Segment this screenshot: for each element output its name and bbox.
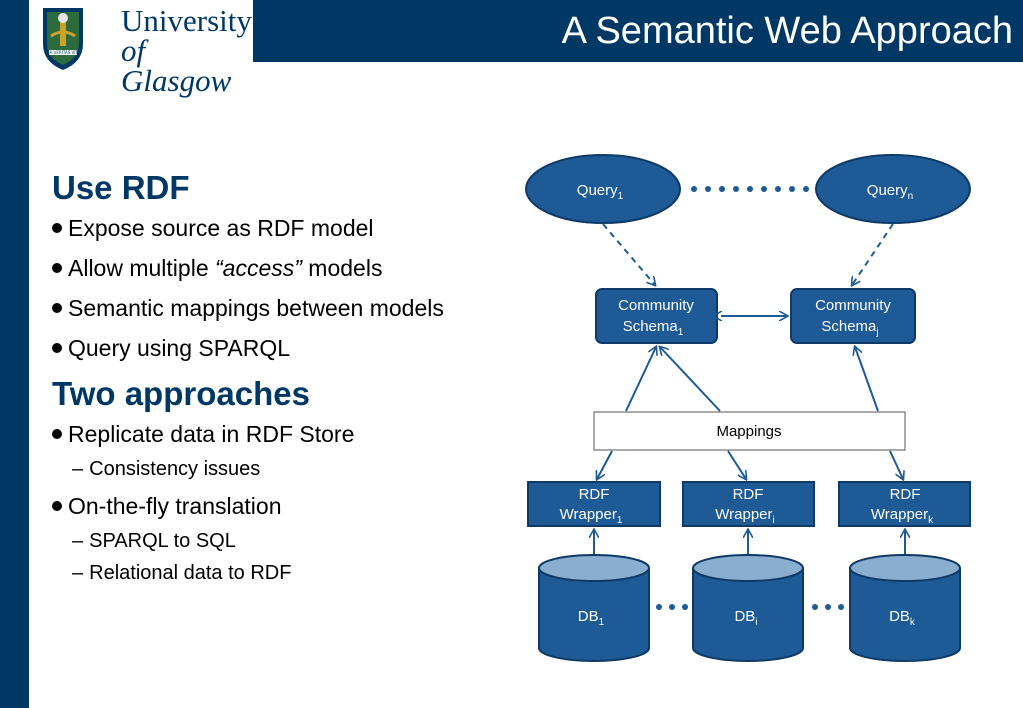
svg-text:Wrapperi: Wrapperi bbox=[715, 506, 774, 526]
wrapper-subscript: i bbox=[773, 515, 775, 526]
wrapper-subscript: 1 bbox=[617, 515, 623, 526]
bullet-text-pre: Allow multiple bbox=[68, 255, 215, 281]
query-to-schema-arrow bbox=[852, 223, 894, 285]
database-1: DB1 bbox=[538, 554, 650, 662]
bullet-dot-icon bbox=[52, 342, 62, 353]
bullet-text-emphasis: “access” bbox=[215, 255, 302, 281]
database-i: DBi bbox=[692, 554, 804, 662]
database-k: DBk bbox=[849, 554, 961, 662]
community-schema-1: Community Schema1 bbox=[595, 288, 718, 344]
schema-subscript: j bbox=[875, 327, 878, 338]
crest-icon: VIA VERITAS VITA bbox=[43, 8, 83, 70]
wrapper-subscript: k bbox=[928, 515, 934, 526]
logo-text: University of Glasgow bbox=[121, 3, 253, 98]
mapping-to-schema-arrow bbox=[855, 347, 879, 412]
bullet-dot-icon bbox=[52, 262, 62, 273]
mapping-to-schema-arrow bbox=[660, 347, 721, 412]
subbullet-text: Relational data to RDF bbox=[89, 562, 292, 584]
query-label: Query bbox=[577, 182, 618, 199]
query-label: Query bbox=[867, 182, 908, 199]
wrapper-line2: Wrapper bbox=[560, 506, 617, 523]
mapping-to-wrapper-arrow bbox=[889, 450, 903, 479]
mapping-to-wrapper-arrow bbox=[727, 450, 746, 479]
subbullet-text: Consistency issues bbox=[89, 458, 261, 480]
bullet-text-post: models bbox=[301, 255, 383, 281]
bullet-access: Allow multiple “access” models bbox=[52, 255, 512, 282]
wrapper-line2: Wrapper bbox=[715, 506, 772, 523]
bullet-text: Replicate data in RDF Store bbox=[68, 421, 355, 447]
svg-text:Wrapper1: Wrapper1 bbox=[560, 506, 623, 526]
svg-text:DB1: DB1 bbox=[578, 608, 605, 628]
schema-subscript: 1 bbox=[678, 327, 684, 338]
db-dots bbox=[656, 604, 844, 610]
svg-text:Queryn: Queryn bbox=[867, 182, 913, 202]
bullet-dot-icon bbox=[52, 302, 62, 313]
db-subscript: k bbox=[910, 617, 916, 628]
bullet-text: Semantic mappings between models bbox=[68, 295, 444, 321]
bullet-on-the-fly: On-the-fly translation bbox=[52, 493, 512, 520]
bullet-expose: Expose source as RDF model bbox=[52, 215, 512, 242]
heading-two-approaches: Two approaches bbox=[52, 375, 310, 412]
wrapper-line1: RDF bbox=[579, 486, 610, 503]
query-dots bbox=[691, 186, 809, 192]
wrapper-line1: RDF bbox=[733, 486, 764, 503]
svg-text:Query1: Query1 bbox=[577, 182, 624, 202]
query-subscript: n bbox=[908, 191, 914, 202]
bullet-mappings: Semantic mappings between models bbox=[52, 295, 512, 322]
title-bar: A Semantic Web Approach bbox=[253, 0, 1023, 62]
svg-text:Schema1: Schema1 bbox=[623, 318, 684, 338]
wrapper-line2: Wrapper bbox=[871, 506, 928, 523]
schema-line1: Community bbox=[815, 297, 891, 314]
crest-motto: VIA VERITAS VITA bbox=[46, 50, 81, 55]
query-subscript: 1 bbox=[618, 191, 624, 202]
bullet-dot-icon bbox=[52, 500, 62, 511]
logo-line1: University bbox=[121, 3, 252, 38]
db-label: DB bbox=[578, 608, 599, 625]
rdf-wrapper-i: RDF Wrapperi bbox=[682, 481, 815, 527]
mappings-box: Mappings bbox=[593, 411, 906, 451]
db-subscript: i bbox=[755, 617, 757, 628]
subbullet-text: SPARQL to SQL bbox=[89, 530, 236, 552]
svg-text:Schemaj: Schemaj bbox=[821, 318, 878, 338]
query-node-n: Queryn bbox=[815, 154, 971, 224]
svg-text:Wrapperk: Wrapperk bbox=[871, 506, 934, 526]
bullet-dot-icon bbox=[52, 222, 62, 233]
bullet-text: On-the-fly translation bbox=[68, 493, 282, 519]
bullet-text: Query using SPARQL bbox=[68, 335, 291, 361]
bullet-replicate: Replicate data in RDF Store bbox=[52, 421, 512, 448]
bullet-text: Expose source as RDF model bbox=[68, 215, 374, 241]
db-label: DB bbox=[734, 608, 755, 625]
slide-content: Use RDF Expose source as RDF model Allow… bbox=[52, 163, 512, 597]
community-schema-j: Community Schemaj bbox=[790, 288, 916, 344]
slide-title: A Semantic Web Approach bbox=[561, 10, 1013, 52]
subbullet-consistency: –Consistency issues bbox=[72, 458, 261, 480]
rdf-wrapper-k: RDF Wrapperk bbox=[838, 481, 971, 527]
schema-line2: Schema bbox=[821, 318, 877, 335]
university-logo: VIA VERITAS VITA University of Glasgow bbox=[29, 0, 253, 96]
query-node-1: Query1 bbox=[525, 154, 681, 224]
subbullet-relational: –Relational data to RDF bbox=[72, 562, 292, 584]
query-to-schema-arrow bbox=[602, 223, 655, 285]
mapping-to-wrapper-arrow bbox=[597, 450, 613, 479]
schema-line1: Community bbox=[618, 297, 694, 314]
bullet-dot-icon bbox=[52, 428, 62, 439]
logo-line2: of Glasgow bbox=[121, 33, 232, 98]
rdf-wrapper-1: RDF Wrapper1 bbox=[527, 481, 661, 527]
db-subscript: 1 bbox=[599, 617, 605, 628]
mappings-label: Mappings bbox=[716, 423, 781, 440]
mapping-to-schema-arrow bbox=[625, 347, 656, 412]
db-label: DB bbox=[889, 608, 910, 625]
bullet-sparql: Query using SPARQL bbox=[52, 335, 512, 362]
schema-line2: Schema bbox=[623, 318, 679, 335]
svg-text:DBk: DBk bbox=[889, 608, 916, 628]
heading-use-rdf: Use RDF bbox=[52, 169, 190, 206]
svg-text:DBi: DBi bbox=[734, 608, 757, 628]
subbullet-sparql-to-sql: –SPARQL to SQL bbox=[72, 530, 236, 552]
wrapper-line1: RDF bbox=[890, 486, 921, 503]
left-brand-bar bbox=[0, 0, 29, 708]
